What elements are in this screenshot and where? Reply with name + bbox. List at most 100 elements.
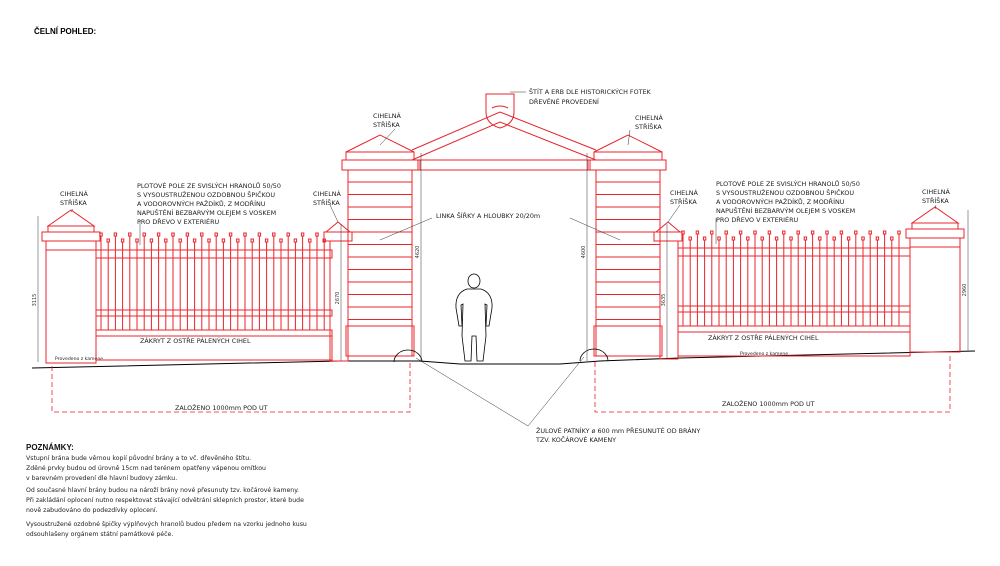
picket-tip: [272, 232, 276, 237]
picket-tip: [214, 232, 218, 237]
roof-label-inner-right-2: STŘÍŠKA: [670, 197, 697, 206]
note-line: nově zabudováno do podezdívky oplocení.: [26, 506, 158, 514]
picket-tip: [832, 236, 836, 241]
note-line: odsouhlašeny orgánem státní památkové pé…: [26, 530, 173, 538]
picket-tip: [760, 236, 764, 241]
leader-lines: [70, 91, 937, 427]
picket-tip: [178, 238, 182, 243]
picket-tip: [890, 236, 894, 241]
ground-label-right: Provedeno z kamene: [740, 351, 788, 357]
picket-tip: [825, 230, 829, 235]
right-inner-pillar: [653, 221, 683, 360]
picket-tip: [717, 236, 721, 241]
notes-block: POZNÁMKY: Vstupní brána bude věrnou kopi…: [26, 443, 307, 538]
picket-tip: [774, 236, 779, 241]
picket-tip: [753, 230, 757, 235]
picket-tip: [286, 232, 290, 237]
picket-tip: [724, 230, 728, 235]
picket-tip: [681, 230, 685, 235]
picket-tip: [135, 238, 139, 243]
picket-tip: [142, 232, 146, 237]
cover-label-right: ZÁKRYT Z OSTŘE PÁLENÝCH CIHEL: [708, 333, 819, 342]
picket-tip: [710, 230, 714, 235]
picket-tip: [200, 232, 204, 237]
field-left-label-3: A VODOROVNÝCH PAŽDÍKŮ, Z MODŘÍNU: [137, 199, 266, 208]
foundation-label-left: ZALOŽENO 1000mm POD UT: [175, 403, 268, 412]
shield-label-2: DŘEVĚNÉ PROVEDENÍ: [529, 97, 599, 106]
picket-tip: [192, 238, 197, 243]
picket-tip: [746, 236, 750, 241]
picket-tip: [185, 232, 190, 237]
picket-tip: [810, 230, 815, 235]
picket-tip: [243, 232, 247, 237]
dim-left-inner: 2670: [335, 292, 341, 305]
dimension-values: 3115 2670 4620 4600 3635 2960: [32, 246, 968, 307]
notes-heading: POZNÁMKY:: [26, 443, 74, 452]
roof-label-inner-left-1: CIHELNÁ: [313, 189, 342, 198]
dim-right-inner: 3635: [661, 294, 667, 307]
picket-tip: [113, 232, 118, 237]
roof-label-end-left-1: CIHELNÁ: [60, 189, 89, 198]
note-line: Vysoustružené ozdobné špičky výplňových …: [26, 520, 307, 528]
picket-tip: [120, 238, 125, 243]
roof-label-gate-left-1: CIHELNÁ: [373, 111, 402, 120]
drawing-title: ČELNÍ POHLED:: [34, 27, 96, 36]
picket-tip: [767, 230, 772, 235]
picket-tip: [868, 230, 872, 235]
picket-tip: [308, 238, 312, 243]
picket-tip: [99, 232, 103, 237]
picket-tip: [818, 236, 822, 241]
picket-tip: [839, 230, 844, 235]
picket-tip: [128, 232, 132, 237]
roof-label-gate-right-1: CIHELNÁ: [635, 113, 664, 122]
roof-label-end-right-1: CIHELNÁ: [922, 187, 951, 196]
field-right-label-4: NAPUŠTĚNÍ BEZBARVÝM OLEJEM S VOSKEM: [716, 206, 855, 215]
field-left-label-1: PLOTOVÉ POLE ZE SVISLÝCH HRANOLŮ 50/50: [137, 181, 281, 190]
picket-tip: [796, 230, 800, 235]
picket-tip: [221, 238, 226, 243]
picket-tip: [207, 238, 211, 243]
left-fence-field: [95, 232, 333, 361]
picket-tip: [789, 236, 793, 241]
stones-label-2: TZV. KOČÁROVÉ KAMENY: [535, 435, 616, 444]
note-line: v barevném provedení dle hlavní budovy z…: [26, 474, 177, 482]
dim-left-gate: 4620: [415, 246, 421, 259]
picket-tip: [149, 238, 154, 243]
picket-tip: [803, 236, 808, 241]
left-end-pillar: [41, 209, 101, 364]
roof-label-end-right-2: STŘÍŠKA: [922, 196, 949, 205]
field-left-label-4: NAPUŠTĚNÍ BEZBARVÝM OLEJEM S VOSKEM: [137, 208, 276, 217]
dimension-lines: [37, 153, 969, 362]
cover-label-left: ZÁKRYT Z OSTŘE PÁLENÝCH CIHEL: [140, 336, 251, 345]
picket-tip: [688, 236, 692, 241]
picket-tip: [854, 230, 858, 235]
gable-beam: [411, 111, 597, 171]
picket-tip: [695, 230, 700, 235]
kerb-stones: [393, 348, 609, 363]
field-right-label-3: A VODOROVNÝCH PAŽDÍKŮ, Z MODŘÍNU: [716, 197, 845, 206]
foundations: [51, 353, 951, 413]
roof-label-end-left-2: STŘÍŠKA: [60, 198, 87, 207]
picket-tip: [702, 236, 707, 241]
stones-label-1: ŽULOVÉ PATNÍKY ø 600 mm PŘESUNUTÉ OD BRÁ…: [536, 426, 700, 435]
picket-tip: [882, 230, 887, 235]
picket-tip: [315, 232, 319, 237]
roof-label-gate-right-2: STŘÍŠKA: [635, 122, 662, 131]
right-gate-pillar: [589, 134, 667, 357]
picket-tip: [164, 238, 168, 243]
picket-tip: [897, 230, 901, 235]
dim-right-end: 2960: [962, 284, 968, 297]
field-right-label-5: PRO DŘEVO V EXTERIÉRU: [716, 215, 799, 224]
picket-tip: [731, 236, 736, 241]
roof-label-gate-left-2: STŘÍŠKA: [373, 120, 400, 129]
field-left-label-2: S VYSOUSTRUŽENOU OZDOBNOU ŠPIČKOU: [137, 190, 275, 199]
picket-tip: [236, 238, 240, 243]
picket-tip: [738, 230, 743, 235]
human-silhouette: [455, 273, 493, 362]
picket-tip: [846, 236, 851, 241]
picket-tip: [257, 232, 262, 237]
ground-label-left: Provedeno z kamene: [55, 356, 103, 362]
note-line: Při zakládání oplocení nutno respektovat…: [26, 496, 304, 504]
picket-tip: [861, 236, 865, 241]
picket-tip: [171, 232, 175, 237]
